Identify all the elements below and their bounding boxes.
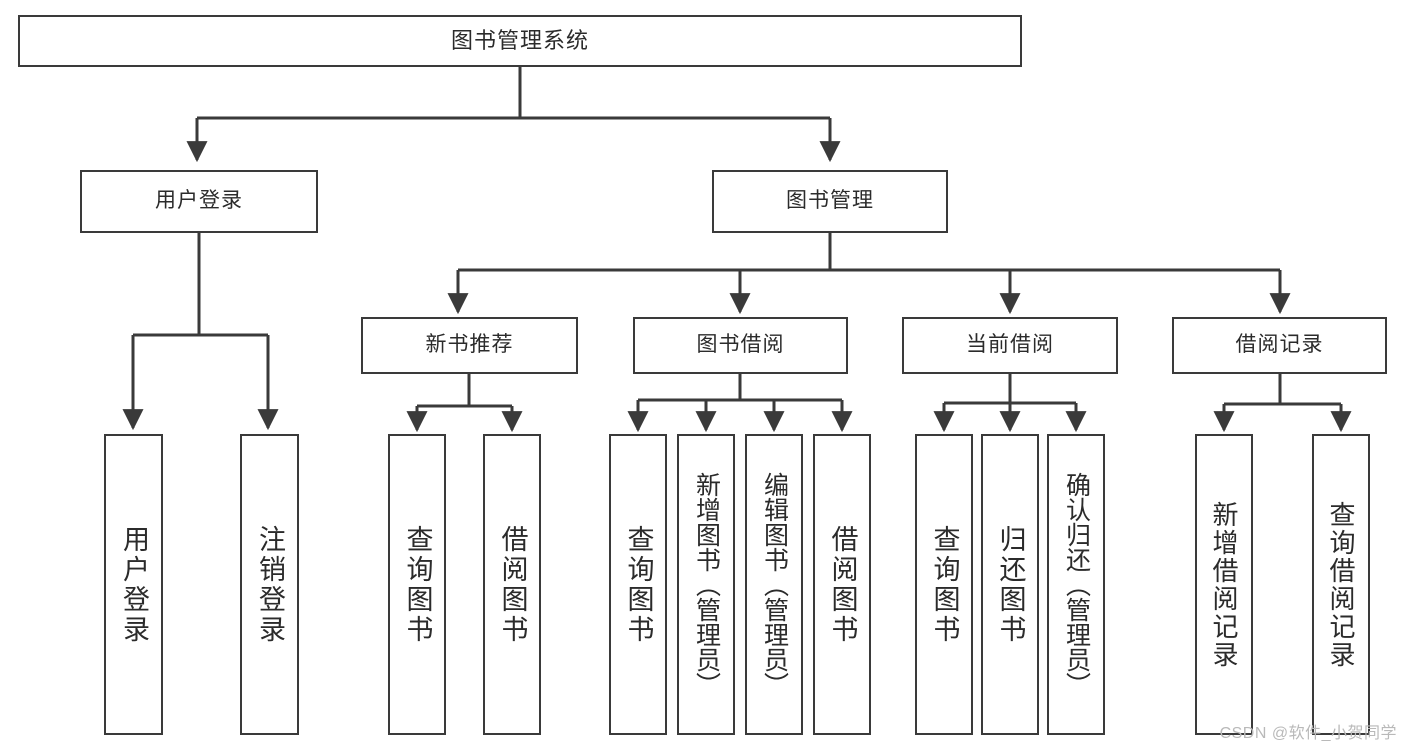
node-label: 借阅图书 bbox=[827, 524, 858, 645]
leaf-recommend-query-book[interactable]: 查询图书 bbox=[388, 434, 446, 735]
leaf-borrow-edit-book-admin[interactable]: 编辑图书（管理员） bbox=[745, 434, 803, 735]
node-label: 查询图书 bbox=[623, 524, 654, 645]
node-label: 借阅记录 bbox=[1235, 333, 1324, 357]
node-label: 确认归还（管理员） bbox=[1062, 472, 1091, 697]
leaf-borrow-add-book-admin[interactable]: 新增图书（管理员） bbox=[677, 434, 735, 735]
node-label: 用户登录 bbox=[119, 524, 149, 645]
node-label: 用户登录 bbox=[155, 189, 243, 213]
node-label: 图书管理 bbox=[786, 189, 874, 213]
leaf-record-add-record[interactable]: 新增借阅记录 bbox=[1195, 434, 1253, 735]
node-label: 注销登录 bbox=[255, 524, 285, 645]
watermark-text: CSDN @软件_小贺同学 bbox=[1219, 725, 1397, 742]
leaf-user-login-logout[interactable]: 注销登录 bbox=[240, 434, 299, 735]
leaf-current-return-book[interactable]: 归还图书 bbox=[981, 434, 1039, 735]
node-label: 当前借阅 bbox=[966, 333, 1054, 357]
node-label: 查询借阅记录 bbox=[1326, 500, 1356, 669]
node-borrow-record[interactable]: 借阅记录 bbox=[1172, 317, 1387, 374]
leaf-current-confirm-return-admin[interactable]: 确认归还（管理员） bbox=[1047, 434, 1105, 735]
node-label: 借阅图书 bbox=[497, 524, 528, 645]
node-book-borrow[interactable]: 图书借阅 bbox=[633, 317, 848, 374]
node-label: 新增图书（管理员） bbox=[692, 472, 721, 697]
node-current-borrow[interactable]: 当前借阅 bbox=[902, 317, 1118, 374]
node-new-book-recommend[interactable]: 新书推荐 bbox=[361, 317, 578, 374]
node-label: 新书推荐 bbox=[425, 333, 514, 357]
leaf-borrow-query-book[interactable]: 查询图书 bbox=[609, 434, 667, 735]
node-book-management[interactable]: 图书管理 bbox=[712, 170, 948, 233]
node-label: 查询图书 bbox=[402, 524, 433, 645]
leaf-record-query-record[interactable]: 查询借阅记录 bbox=[1312, 434, 1370, 735]
node-label: 编辑图书（管理员） bbox=[760, 472, 789, 697]
node-label: 图书管理系统 bbox=[450, 28, 589, 54]
node-label: 新增借阅记录 bbox=[1209, 500, 1239, 669]
leaf-recommend-borrow-book[interactable]: 借阅图书 bbox=[483, 434, 541, 735]
node-label: 查询图书 bbox=[929, 524, 960, 645]
leaf-user-login-login[interactable]: 用户登录 bbox=[104, 434, 163, 735]
node-label: 归还图书 bbox=[995, 524, 1026, 645]
leaf-current-query-book[interactable]: 查询图书 bbox=[915, 434, 973, 735]
node-root[interactable]: 图书管理系统 bbox=[18, 15, 1022, 67]
leaf-borrow-borrow-book[interactable]: 借阅图书 bbox=[813, 434, 871, 735]
node-user-login[interactable]: 用户登录 bbox=[80, 170, 318, 233]
node-label: 图书借阅 bbox=[696, 333, 785, 357]
